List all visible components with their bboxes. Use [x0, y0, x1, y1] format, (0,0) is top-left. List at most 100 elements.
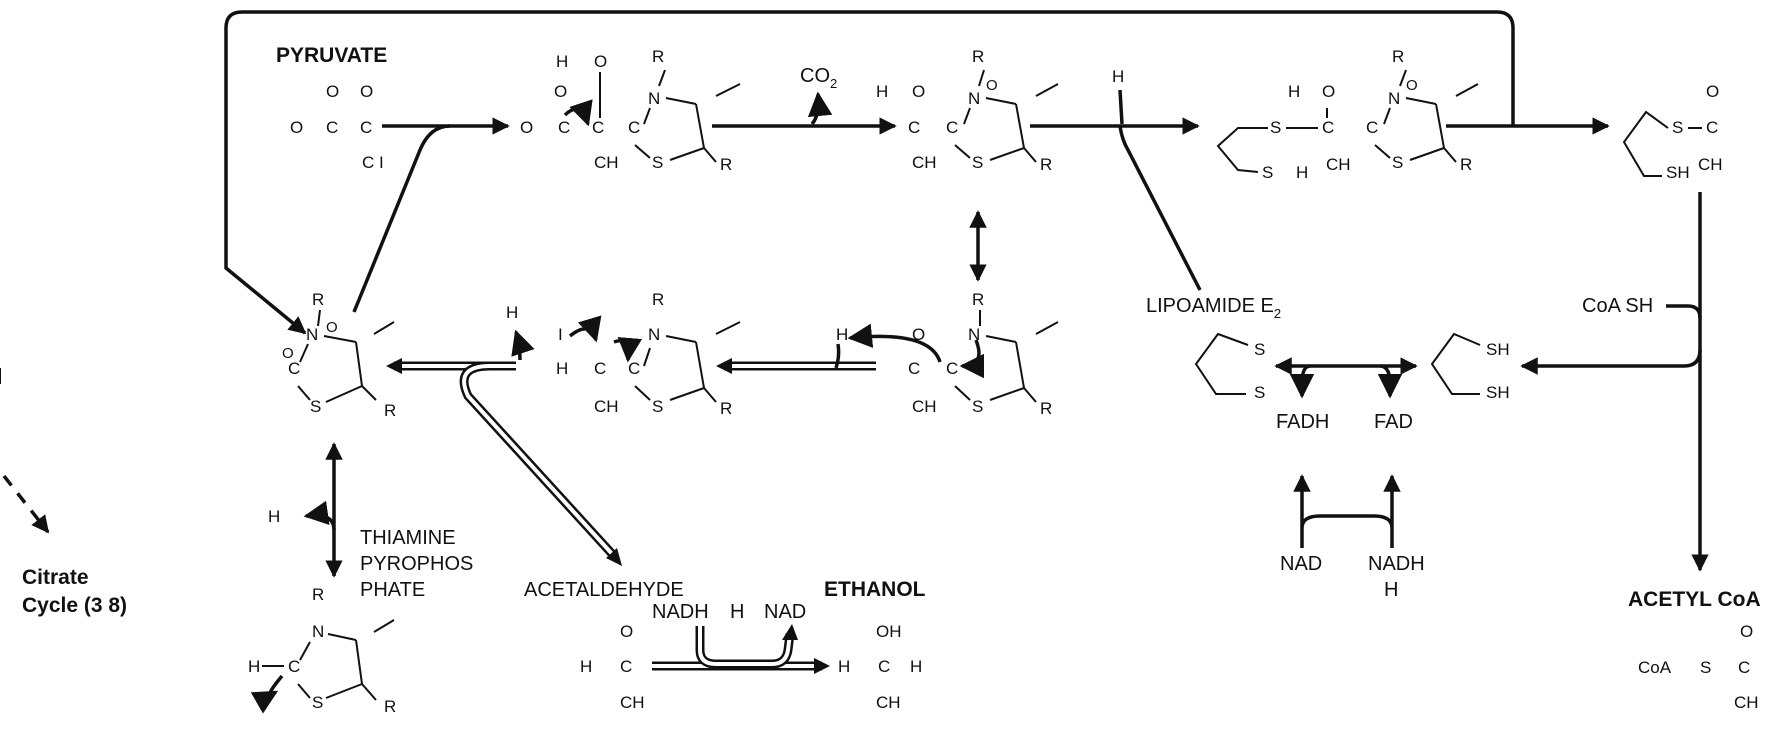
svg-text:R: R	[1040, 155, 1052, 174]
svg-text:S: S	[310, 397, 321, 416]
ethanol-label: ETHANOL	[824, 578, 926, 601]
svg-text:H: H	[1296, 163, 1308, 182]
nad-label: NAD	[1280, 553, 1322, 575]
svg-text:C: C	[1322, 118, 1334, 137]
reduced-lipoamide-arrow	[1520, 349, 1702, 375]
svg-text:H: H	[248, 657, 260, 676]
svg-text:C: C	[1366, 118, 1378, 137]
citrate-label-1: Citrate	[22, 566, 89, 589]
svg-text:O: O	[554, 82, 567, 101]
svg-text:H: H	[580, 657, 592, 676]
svg-text:H: H	[268, 507, 280, 526]
regeneration-loop-line	[224, 10, 1515, 335]
eth-nadh-label: NADH	[652, 601, 709, 623]
svg-text:SH: SH	[1486, 383, 1510, 402]
svg-text:CH: CH	[912, 153, 937, 172]
svg-text:SH: SH	[1486, 340, 1510, 359]
eth-h-label: H	[730, 601, 744, 623]
thiamine-label-1: THIAMINE	[360, 527, 456, 549]
svg-text:O: O	[594, 52, 607, 71]
svg-text:R: R	[312, 290, 324, 309]
svg-text:C: C	[592, 118, 604, 137]
svg-text:R: R	[652, 290, 664, 309]
svg-text:R: R	[1460, 155, 1472, 174]
svg-text:CoA: CoA	[1638, 658, 1672, 677]
svg-text:O: O	[1706, 82, 1719, 101]
svg-text:C: C	[360, 118, 372, 137]
svg-text:R: R	[1392, 47, 1404, 66]
svg-text:O: O	[1406, 77, 1418, 94]
co2-release-arrow	[807, 91, 833, 126]
svg-text:C: C	[628, 359, 640, 378]
svg-text:N: N	[648, 325, 660, 344]
svg-text:S: S	[1392, 153, 1403, 172]
svg-text:O: O	[1322, 82, 1335, 101]
svg-text:N: N	[968, 325, 980, 344]
svg-text:R: R	[384, 697, 396, 716]
svg-text:C: C	[878, 657, 890, 676]
svg-text:C: C	[558, 118, 570, 137]
svg-text:N: N	[306, 325, 318, 344]
svg-text:O: O	[520, 118, 533, 137]
svg-text:CH: CH	[876, 693, 901, 712]
svg-text:H: H	[1112, 67, 1124, 86]
svg-text:O: O	[290, 118, 303, 137]
svg-text:C: C	[946, 118, 958, 137]
svg-text:N: N	[1388, 89, 1400, 108]
oxidized-lipoamide: SS	[1254, 340, 1265, 402]
svg-text:R: R	[384, 401, 396, 420]
svg-text:C I: C I	[362, 153, 384, 172]
svg-text:H: H	[506, 303, 518, 322]
svg-text:C: C	[1706, 118, 1718, 137]
fadh-label: FADH	[1276, 411, 1329, 433]
svg-text:R: R	[720, 155, 732, 174]
svg-text:H: H	[876, 82, 888, 101]
svg-text:N: N	[968, 89, 980, 108]
svg-text:S: S	[652, 153, 663, 172]
citrate-label-2: Cycle (3 8)	[22, 594, 127, 617]
svg-text:H: H	[556, 52, 568, 71]
acetaldehyde-label: ACETALDEHYDE	[524, 579, 684, 601]
svg-text:N: N	[312, 622, 324, 641]
reduced-lipoamide: SH SH	[1486, 340, 1510, 402]
svg-text:O: O	[620, 622, 633, 641]
svg-text:O: O	[282, 345, 294, 362]
acetaldehyde-branch-arrow	[459, 361, 618, 560]
svg-text:C: C	[908, 118, 920, 137]
svg-text:C: C	[620, 657, 632, 676]
svg-text:O: O	[326, 82, 339, 101]
fad-nad-coupling-arrow	[1293, 474, 1401, 529]
nadh-h-label: H	[1384, 579, 1398, 601]
svg-text:R: R	[972, 290, 984, 309]
svg-text:S: S	[972, 153, 983, 172]
svg-text:R: R	[1040, 399, 1052, 418]
svg-text:S: S	[1700, 658, 1711, 677]
svg-text:I: I	[558, 325, 563, 344]
svg-text:S: S	[1262, 163, 1273, 182]
pyruvate-label: PYRUVATE	[276, 44, 387, 67]
svg-text:CH: CH	[1698, 155, 1723, 174]
svg-text:N: N	[648, 89, 660, 108]
svg-text:CH: CH	[594, 397, 619, 416]
svg-text:S: S	[1270, 118, 1281, 137]
lipoamide-input-line	[1118, 125, 1202, 291]
fad-label: FAD	[1374, 411, 1413, 433]
svg-text:C: C	[628, 118, 640, 137]
svg-text:CH: CH	[912, 397, 937, 416]
svg-text:O: O	[912, 82, 925, 101]
svg-text:S: S	[1672, 118, 1683, 137]
thiamine-structure: R N H C S R	[248, 585, 396, 716]
svg-text:H: H	[910, 657, 922, 676]
hydroxyethyl-tpp-structure: I H C CH R N C S R	[556, 290, 732, 418]
svg-text:R: R	[312, 585, 324, 604]
svg-text:S: S	[652, 397, 663, 416]
